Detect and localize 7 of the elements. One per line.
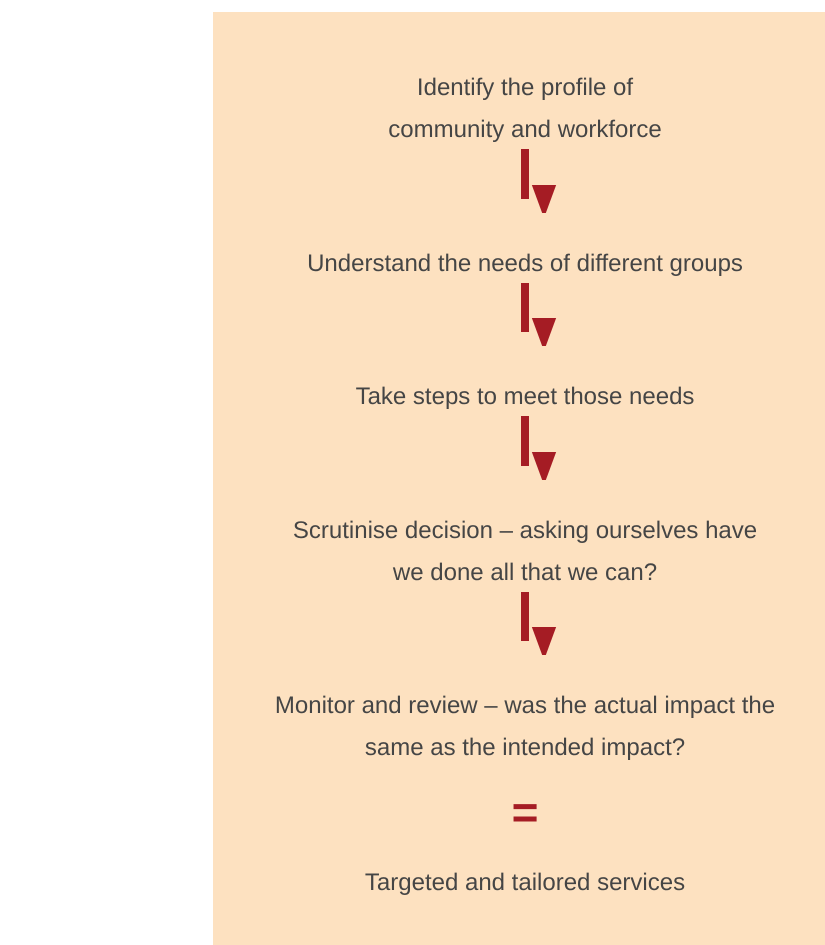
step-text: Take steps to meet those needs: [356, 376, 694, 418]
equals-sign: =: [512, 787, 538, 837]
step-text: Understand the needs of different groups: [307, 243, 743, 285]
step-text: Monitor and review – was the actual impact the same as the intended impact?: [255, 685, 795, 769]
step-text: Scrutinise decision – asking ourselves have we done all that we can?: [280, 510, 770, 594]
step-text: Identify the profile of community and workforce: [360, 67, 690, 151]
step-text: Targeted and tailored services: [364, 862, 686, 904]
